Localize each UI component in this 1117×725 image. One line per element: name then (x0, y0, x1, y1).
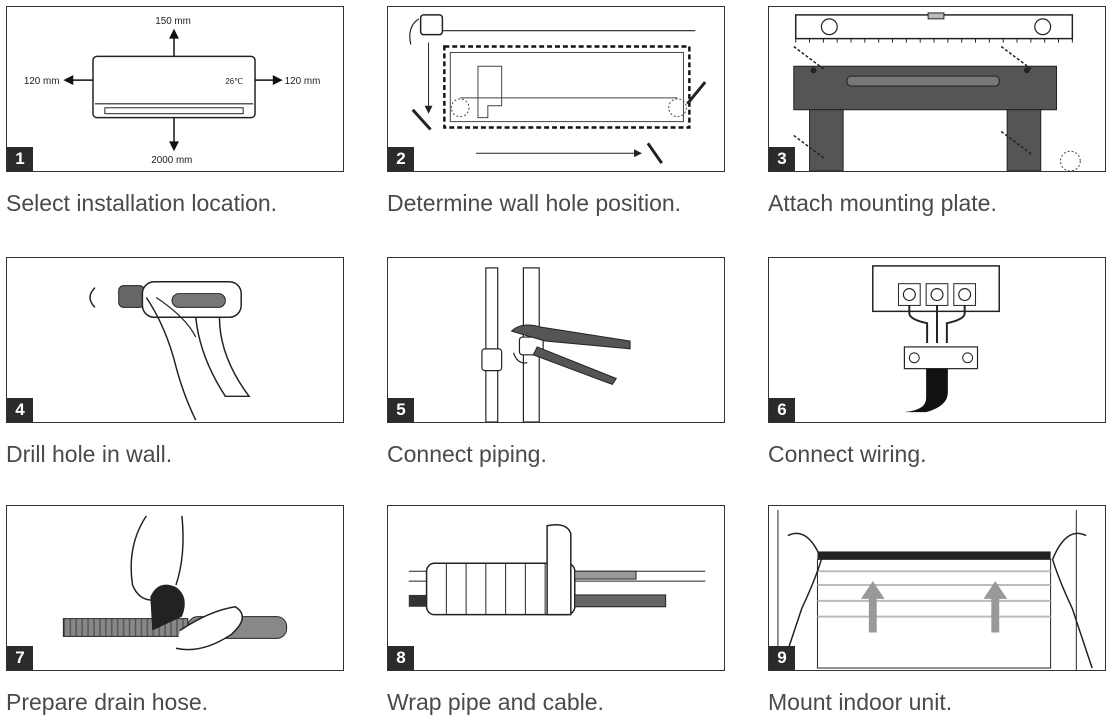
mount-unit-diagram (777, 509, 1093, 670)
mounting-plate-diagram (793, 12, 1081, 171)
step-9-number: 9 (769, 646, 795, 670)
step-8-caption: Wrap pipe and cable. (387, 689, 604, 715)
step-1-number: 1 (7, 147, 33, 171)
step-9-panel: 9 (768, 505, 1106, 671)
drain-hose-diagram (62, 515, 288, 651)
step-2-caption: Determine wall hole position. (387, 190, 682, 216)
wrap-pipe-diagram (408, 524, 706, 616)
step-1-caption: Select installation location. (6, 190, 278, 216)
step-9-caption: Mount indoor unit. (768, 689, 953, 715)
step-4-caption: Drill hole in wall. (6, 441, 173, 467)
step-5-number: 5 (388, 398, 414, 422)
drill-diagram (89, 280, 251, 421)
dim-top: 150 mm (155, 16, 191, 27)
step-7-number: 7 (7, 646, 33, 670)
dim-left: 120 mm (24, 76, 60, 87)
location-diagram: 26℃ 150 mm 120 mm 120 mm 2000 mm (24, 16, 321, 166)
unit-display: 26℃ (225, 77, 243, 86)
step-2-number: 2 (388, 147, 414, 171)
step-6-panel: 6 (768, 257, 1106, 423)
step-8-panel: 8 (387, 505, 725, 671)
step-6-caption: Connect wiring. (768, 441, 927, 467)
step-3-panel: 3 (768, 6, 1106, 172)
step-3-number: 3 (769, 147, 795, 171)
step-2-panel: 2 (387, 6, 725, 172)
step-5-panel: 5 (387, 257, 725, 423)
step-6-number: 6 (769, 398, 795, 422)
step-8-number: 8 (388, 646, 414, 670)
step-4-panel: 4 (6, 257, 344, 423)
dim-right: 120 mm (285, 76, 321, 87)
wiring-diagram (872, 265, 1000, 413)
step-3-caption: Attach mounting plate. (768, 190, 997, 216)
piping-diagram (481, 267, 631, 422)
step-7-panel: 7 (6, 505, 344, 671)
wall-hole-diagram (409, 14, 707, 164)
dim-bottom: 2000 mm (151, 155, 192, 166)
step-4-number: 4 (7, 398, 33, 422)
step-5-caption: Connect piping. (387, 441, 547, 467)
step-7-caption: Prepare drain hose. (6, 689, 209, 715)
step-1-panel: 26℃ 150 mm 120 mm 120 mm 2000 mm 1 (6, 6, 344, 172)
